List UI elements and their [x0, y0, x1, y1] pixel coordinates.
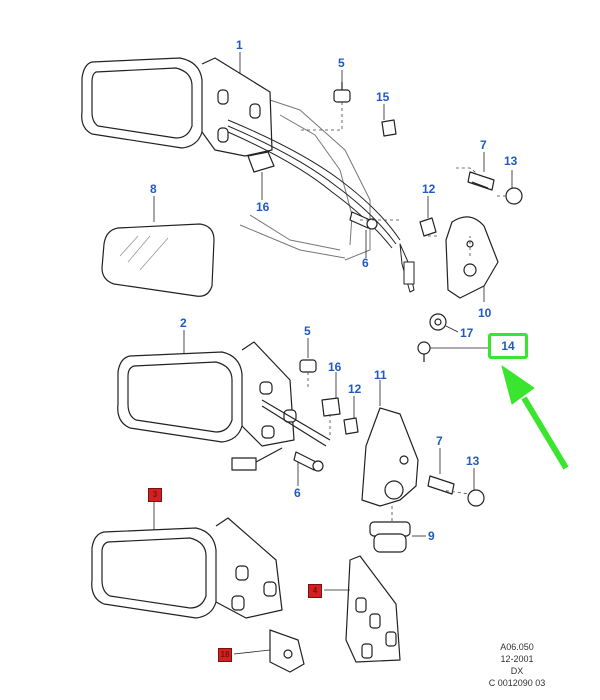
- clip-15: [381, 119, 397, 137]
- screw-14: [417, 341, 431, 362]
- callout-18-box: 18: [218, 648, 232, 662]
- callout-4-box: 4: [308, 584, 322, 598]
- cable-bundle: [227, 119, 415, 293]
- callout-13: 13: [504, 154, 518, 168]
- screw-5-top: [333, 82, 351, 103]
- footer-code: A06.050: [500, 642, 534, 652]
- cap-13-mid: [467, 489, 485, 507]
- bracket-10: [445, 216, 499, 299]
- callout-16: 16: [328, 360, 342, 374]
- knob-17: [429, 313, 447, 331]
- callout-3-box: 3: [148, 488, 162, 502]
- callout-11: 11: [374, 368, 387, 382]
- clamp-18: [269, 629, 305, 673]
- callout-9: 9: [428, 529, 435, 543]
- door-frame: [239, 99, 371, 261]
- callout-5: 5: [304, 324, 311, 338]
- screw-6-mid: [293, 451, 324, 472]
- callout-12: 12: [422, 182, 436, 196]
- screw-7-top: [467, 171, 495, 191]
- callout-16: 16: [256, 200, 270, 214]
- screw-7-mid: [427, 475, 455, 495]
- cap-13-top: [505, 187, 523, 205]
- bracket-4: [345, 555, 401, 663]
- mirror-housing-2: [117, 341, 331, 471]
- callout-2: 2: [180, 316, 187, 330]
- screw-6-top: [349, 211, 378, 230]
- screw-5-mid: [299, 359, 317, 373]
- bracket-11: [361, 407, 419, 507]
- callout-17: 17: [460, 326, 474, 340]
- clip-16-mid: [321, 397, 341, 417]
- mirror-glass-8: [101, 223, 215, 297]
- highlight-arrow: [501, 365, 569, 470]
- footer-ref: C 0012090 03: [488, 678, 546, 688]
- footer-region: DX: [510, 666, 524, 676]
- mirror-housing-1: [81, 57, 273, 157]
- callout-15: 15: [376, 90, 390, 104]
- callout-14-highlight: 14: [488, 333, 528, 359]
- clip-16-top: [247, 151, 275, 173]
- callout-6: 6: [362, 256, 369, 270]
- callout-5: 5: [338, 56, 345, 70]
- callout-12: 12: [348, 382, 362, 396]
- clip-12-mid: [343, 417, 359, 435]
- mirror-housing-3: [91, 517, 283, 619]
- callout-10: 10: [478, 306, 492, 320]
- callout-7: 7: [480, 138, 487, 152]
- callout-8: 8: [150, 182, 157, 196]
- callout-6: 6: [294, 486, 301, 500]
- callout-13: 13: [466, 454, 480, 468]
- callout-1: 1: [236, 38, 243, 52]
- clip-12-top: [419, 217, 437, 237]
- motor-9: [369, 521, 411, 553]
- callout-7: 7: [436, 434, 443, 448]
- footer-date: 12-2001: [500, 654, 534, 664]
